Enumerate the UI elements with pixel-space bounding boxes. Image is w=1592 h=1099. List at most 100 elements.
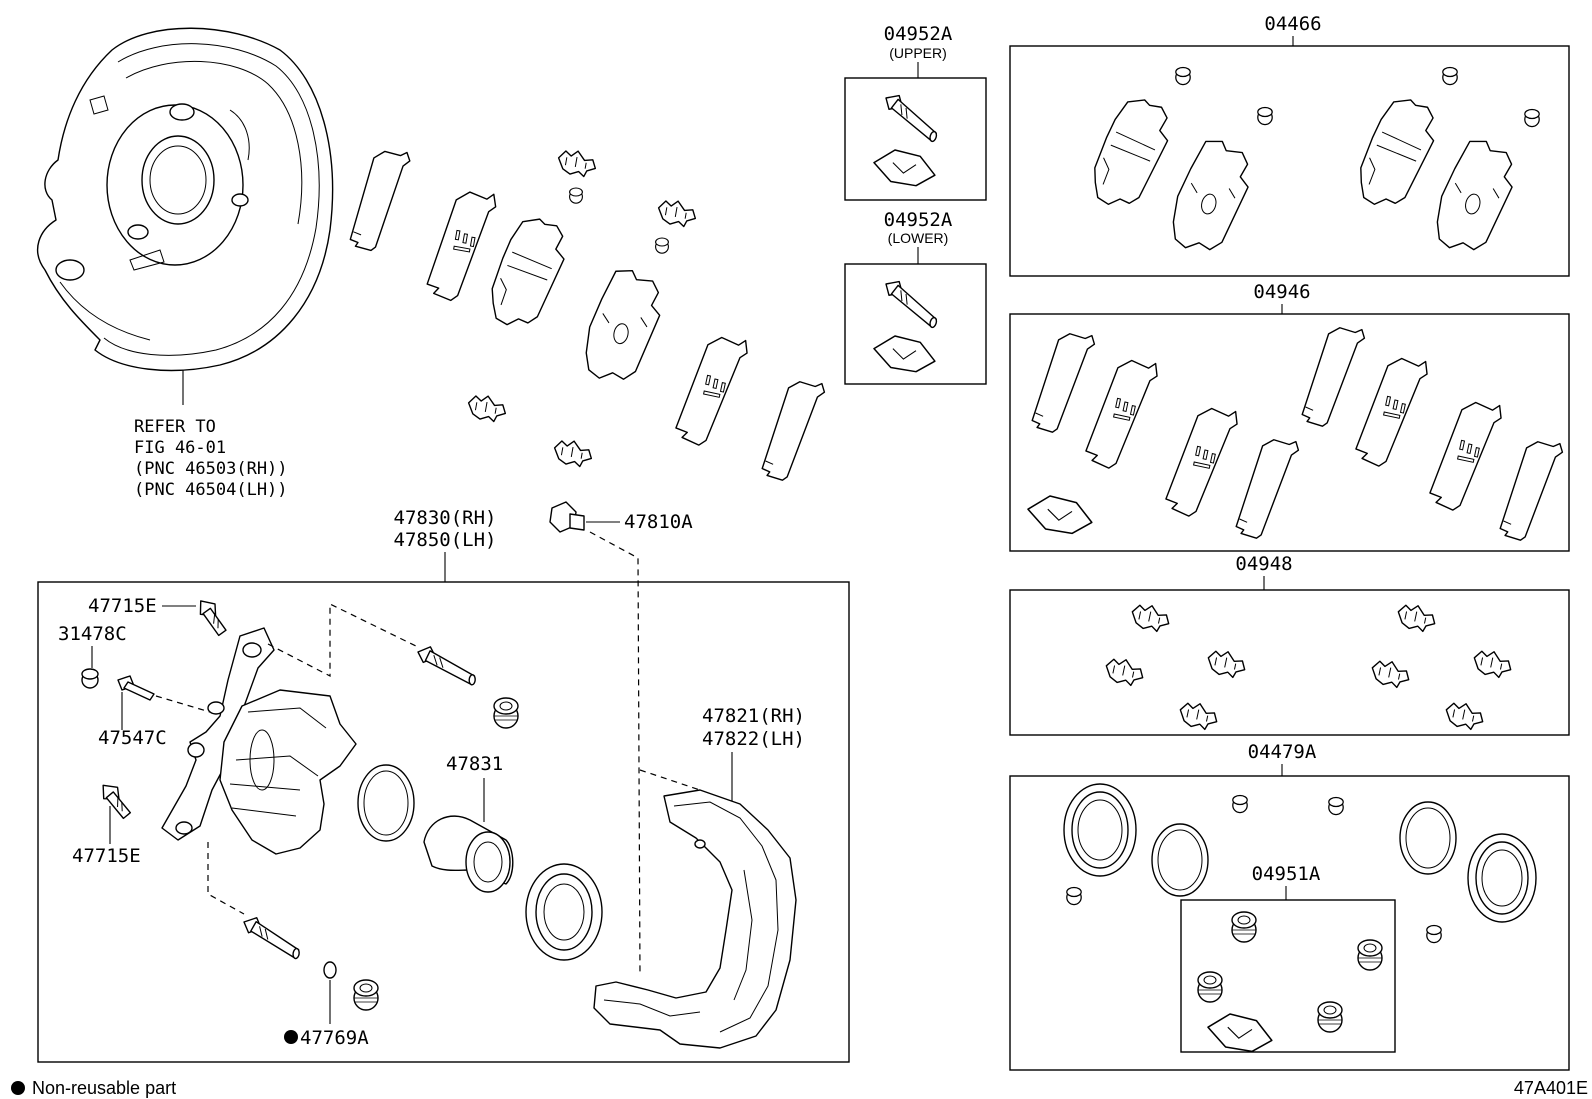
- pad-support-clip-icon: [1102, 655, 1147, 689]
- dust-boot-icon: [1357, 939, 1383, 971]
- kit-04948[interactable]: 04948: [1009, 553, 1570, 736]
- pad-spring-icon: [1175, 66, 1191, 86]
- clip-bottom-1[interactable]: [465, 392, 509, 424]
- kit-04952a-upper[interactable]: 04952A (UPPER): [844, 23, 987, 201]
- bleeder-cap-icon: [1232, 794, 1248, 814]
- guide-pin-lower[interactable]: [239, 915, 304, 960]
- guide-pin-upper[interactable]: [415, 645, 478, 686]
- kit-04948-code: 04948: [1235, 553, 1292, 575]
- kit-04948-box: [1009, 589, 1570, 736]
- pad-left[interactable]: [484, 211, 572, 335]
- kit-04479a[interactable]: 04479A: [1009, 741, 1570, 1071]
- kit-04952a-lower-sub: (LOWER): [888, 230, 949, 246]
- label-47830-rh: 47830(RH): [394, 507, 497, 529]
- brake-pad-icon: [1429, 133, 1522, 260]
- guide-pin-icon: [877, 91, 946, 143]
- pad-spring-icon: [1257, 106, 1273, 126]
- bleeder-cap-icon: [1328, 796, 1344, 816]
- cap-31478c[interactable]: [81, 668, 99, 689]
- kit-04951a-code: 04951A: [1252, 863, 1321, 885]
- caliper-assembly-box: [37, 581, 850, 1063]
- caliper-mounting[interactable]: [593, 789, 797, 1049]
- kit-04946-box: [1009, 313, 1570, 552]
- reference-note-line-2: FIG 46-01: [134, 438, 226, 458]
- clip-top-2[interactable]: [655, 197, 699, 229]
- reference-note-line-4: (PNC 46504(LH)): [134, 480, 288, 500]
- anti-squeal-shim-icon: [1352, 350, 1431, 473]
- label-47769a: 47769A: [300, 1027, 369, 1049]
- legend-text: Non-reusable part: [32, 1078, 176, 1098]
- anti-squeal-shim-icon: [1300, 321, 1367, 432]
- pad-support-clip-icon: [1176, 699, 1221, 733]
- ring-47769a[interactable]: [323, 961, 337, 979]
- brake-pad-icon: [1165, 133, 1258, 260]
- pad-support-clip-icon: [1368, 657, 1413, 691]
- grease-packet-icon: [1207, 1013, 1273, 1053]
- pad-spring-icon: [1442, 66, 1458, 86]
- spring-small-1[interactable]: [569, 187, 583, 204]
- kit-04951a-box: [1180, 899, 1396, 1053]
- bleeder-cap-icon: [1066, 886, 1082, 906]
- bolt-47715e-top[interactable]: [189, 596, 236, 638]
- pad-right[interactable]: [579, 263, 669, 389]
- kit-04946-code: 04946: [1253, 281, 1310, 303]
- piston-boot[interactable]: [525, 863, 603, 961]
- anti-squeal-shim-icon: [1234, 433, 1301, 544]
- label-47831: 47831: [446, 753, 503, 775]
- shim-outer-right[interactable]: [760, 375, 827, 486]
- brake-pad-icon: [1086, 91, 1177, 216]
- shim-inner-right[interactable]: [672, 329, 751, 452]
- pad-support-clip-icon: [1128, 601, 1173, 635]
- reference-note-line-3: (PNC 46503(RH)): [134, 459, 288, 479]
- dust-cover-plate[interactable]: [36, 27, 334, 372]
- exploded-pad-assembly: [348, 145, 827, 486]
- seal-ring-icon: [1063, 783, 1137, 877]
- non-reusable-marker-icon: [284, 1030, 298, 1044]
- anti-squeal-shim-icon: [1082, 352, 1161, 475]
- pad-support-clip-icon: [1204, 647, 1249, 681]
- piston-47831[interactable]: [423, 815, 514, 893]
- anti-squeal-shim-icon: [1030, 327, 1097, 438]
- brake-pad-icon: [1352, 91, 1443, 216]
- caliper-body[interactable]: [161, 627, 357, 855]
- kit-04466-code: 04466: [1264, 13, 1321, 35]
- pad-support-clip-icon: [1394, 601, 1439, 635]
- spring-small-2[interactable]: [655, 237, 669, 254]
- kit-04952a-lower[interactable]: 04952A (LOWER): [844, 209, 987, 385]
- label-47810a: 47810A: [624, 511, 693, 533]
- pad-support-clip-icon: [1442, 699, 1487, 733]
- bolt-47715e-bottom[interactable]: [93, 780, 139, 821]
- anti-squeal-shim-icon: [1426, 394, 1505, 517]
- shim-inner-left[interactable]: [424, 184, 499, 306]
- seal-ring-icon: [1399, 801, 1457, 875]
- kit-04952a-lower-box: [844, 263, 987, 385]
- clip-bottom-2[interactable]: [551, 437, 595, 469]
- anti-squeal-shim-icon: [1162, 400, 1241, 523]
- boot-lower[interactable]: [353, 979, 379, 1011]
- boot-upper[interactable]: [493, 697, 519, 729]
- clip-top-1[interactable]: [555, 147, 599, 179]
- guide-pin-icon: [877, 277, 946, 329]
- grease-packet-icon: [873, 335, 936, 373]
- bleeder-cap-icon: [1426, 924, 1442, 944]
- figure-code: 47A401E: [1514, 1078, 1588, 1098]
- kit-04951a[interactable]: 04951A: [1180, 863, 1396, 1053]
- reference-note-line-1: REFER TO: [134, 417, 216, 437]
- reference-note: REFER TO FIG 46-01 (PNC 46503(RH)) (PNC …: [134, 417, 288, 500]
- pad-spring-icon: [1524, 108, 1540, 128]
- dust-boot-icon: [1317, 1001, 1343, 1033]
- kit-04479a-box: [1009, 775, 1570, 1071]
- shim-outer-left[interactable]: [348, 145, 412, 255]
- piston-seal[interactable]: [357, 764, 415, 842]
- label-47821-rh: 47821(RH): [702, 705, 805, 727]
- label-47715e-bottom: 47715E: [72, 845, 141, 867]
- kit-04466[interactable]: 04466: [1009, 13, 1570, 277]
- kit-04952a-upper-code: 04952A: [884, 23, 953, 45]
- label-47715e-top: 47715E: [88, 595, 157, 617]
- bolt-47810a[interactable]: [549, 501, 585, 533]
- bleeder-47547c[interactable]: [117, 675, 155, 701]
- kit-04479a-code: 04479A: [1248, 741, 1317, 763]
- pad-support-clip-icon: [1470, 647, 1515, 681]
- kit-04946[interactable]: 04946: [1009, 281, 1570, 552]
